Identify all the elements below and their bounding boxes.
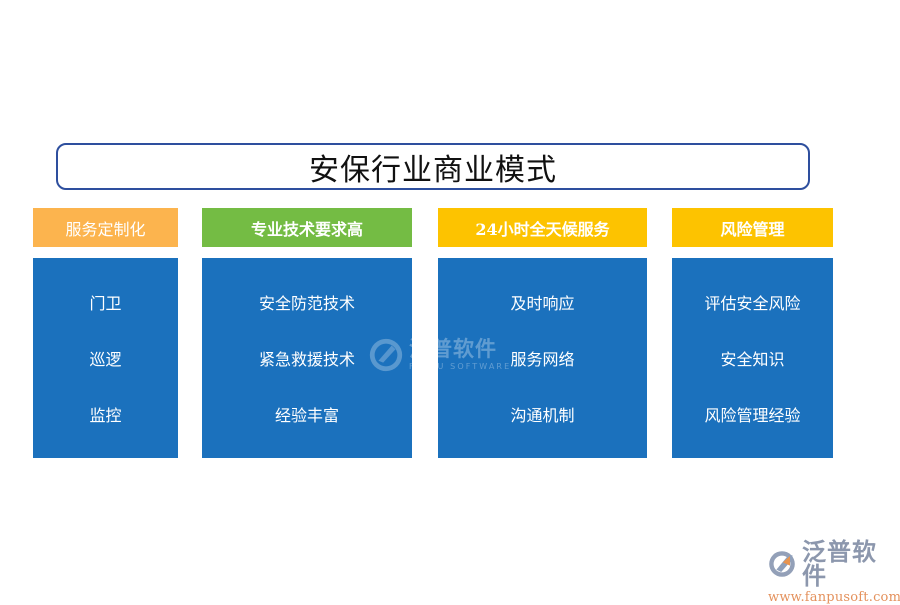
list-item: 门卫 bbox=[89, 294, 122, 313]
category-column-4: 风险管理 评估安全风险 安全知识 风险管理经验 bbox=[672, 208, 833, 458]
list-item: 及时响应 bbox=[510, 294, 575, 313]
column-header-4: 风险管理 bbox=[672, 208, 833, 247]
brand-logo-row: 泛普软件 bbox=[766, 540, 894, 588]
list-item: 评估安全风险 bbox=[704, 294, 801, 313]
category-column-2: 专业技术要求高 安全防范技术 紧急救援技术 经验丰富 bbox=[202, 208, 412, 458]
column-header-2: 专业技术要求高 bbox=[202, 208, 412, 247]
page-title: 安保行业商业模式 bbox=[309, 152, 557, 188]
column-body-4: 评估安全风险 安全知识 风险管理经验 bbox=[672, 258, 833, 458]
list-item: 巡逻 bbox=[89, 350, 122, 369]
column-header-1: 服务定制化 bbox=[33, 208, 178, 247]
brand-name: 泛普软件 bbox=[802, 538, 877, 590]
list-item: 经验丰富 bbox=[274, 406, 339, 425]
list-item: 紧急救援技术 bbox=[258, 350, 355, 369]
list-item: 安全防范技术 bbox=[258, 294, 355, 313]
title-box: 安保行业商业模式 bbox=[56, 143, 810, 190]
brand-logo: 泛普软件 www.fanpusoft.com bbox=[766, 540, 900, 604]
brand-url: www.fanpusoft.com bbox=[768, 590, 900, 605]
column-body-3: 及时响应 服务网络 沟通机制 bbox=[438, 258, 647, 458]
list-item: 服务网络 bbox=[510, 350, 575, 369]
category-column-3: 24小时全天候服务 及时响应 服务网络 沟通机制 bbox=[438, 208, 647, 458]
list-item: 监控 bbox=[89, 406, 122, 425]
fanpu-logo-mark-icon bbox=[769, 551, 795, 577]
list-item: 安全知识 bbox=[720, 350, 785, 369]
column-body-1: 门卫 巡逻 监控 bbox=[33, 258, 178, 458]
category-column-1: 服务定制化 门卫 巡逻 监控 bbox=[33, 208, 178, 458]
list-item: 沟通机制 bbox=[510, 406, 575, 425]
column-header-3: 24小时全天候服务 bbox=[438, 208, 647, 247]
list-item: 风险管理经验 bbox=[704, 406, 801, 425]
column-body-2: 安全防范技术 紧急救援技术 经验丰富 bbox=[202, 258, 412, 458]
